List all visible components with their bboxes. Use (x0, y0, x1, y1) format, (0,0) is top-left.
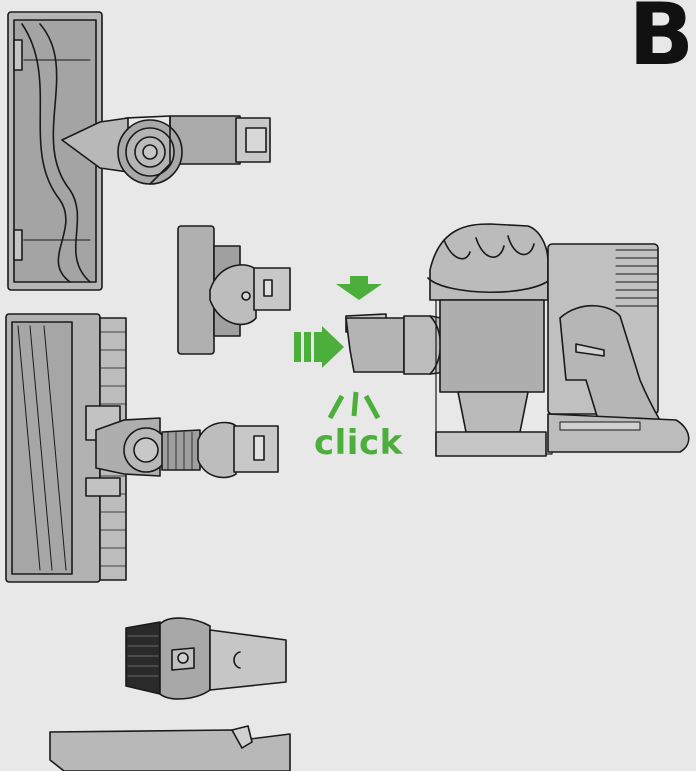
click-burst-icon (327, 391, 381, 420)
crevice-tool (49, 725, 291, 771)
click-label: click (314, 423, 403, 463)
motorhead-tool (7, 11, 271, 291)
mini-motorized-tool (177, 225, 291, 355)
soft-roller-head (5, 313, 279, 583)
down-arrow-icon (336, 276, 382, 300)
handheld-vacuum (427, 223, 690, 457)
combination-tool (125, 617, 287, 700)
section-label: B (628, 0, 694, 85)
insert-arrow-icon (294, 326, 344, 368)
